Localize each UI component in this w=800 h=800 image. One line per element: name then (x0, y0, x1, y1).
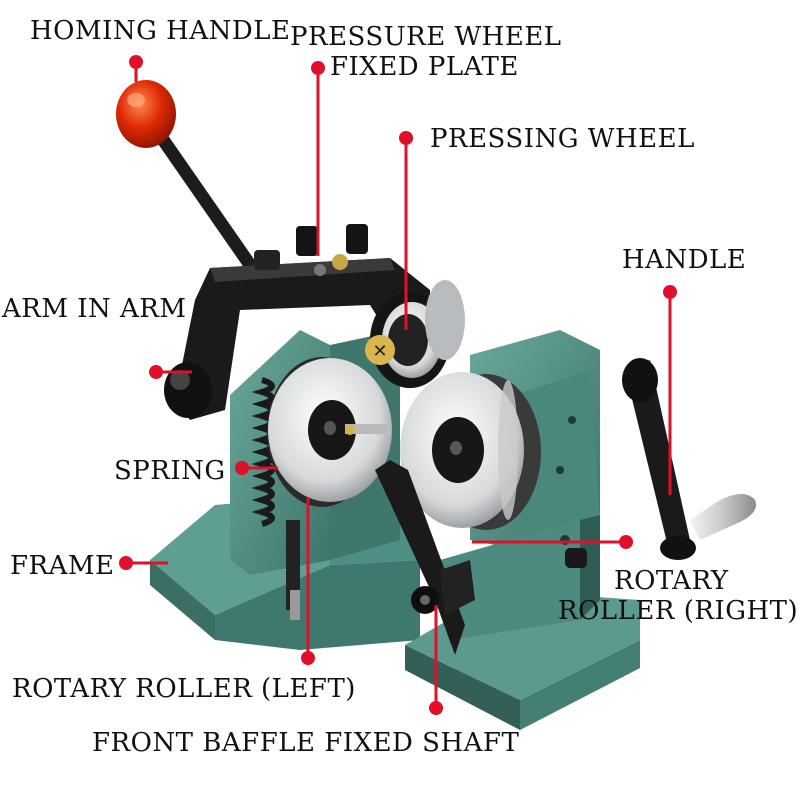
dot-frame (119, 556, 133, 570)
dot-front-baffle (429, 701, 443, 715)
dot-pressing-wheel (399, 131, 413, 145)
dot-rotary-right (619, 535, 633, 549)
dot-handle (663, 285, 677, 299)
label-arm-in-arm: ARM IN ARM (2, 296, 187, 322)
label-homing-handle: HOMING HANDLE (30, 18, 290, 44)
label-frame: FRAME (10, 553, 115, 579)
label-front-baffle: FRONT BAFFLE FIXED SHAFT (92, 730, 519, 756)
dot-arm-in-arm (149, 365, 163, 379)
dot-spring (235, 461, 249, 475)
label-rotary-left: ROTARY ROLLER (LEFT) (12, 676, 356, 702)
dot-rotary-left (301, 651, 315, 665)
dot-homing-handle (129, 55, 143, 69)
label-rotary-right-2: ROLLER (RIGHT) (558, 598, 798, 624)
label-handle: HANDLE (622, 247, 746, 273)
dot-pressure-wheel (311, 61, 325, 75)
label-spring: SPRING (114, 458, 226, 484)
label-fixed-plate: FIXED PLATE (330, 54, 519, 80)
label-pressing-wheel: PRESSING WHEEL (430, 126, 695, 152)
label-rotary-right-1: ROTARY (614, 568, 729, 594)
label-pressure-wheel: PRESSURE WHEEL (290, 24, 562, 50)
